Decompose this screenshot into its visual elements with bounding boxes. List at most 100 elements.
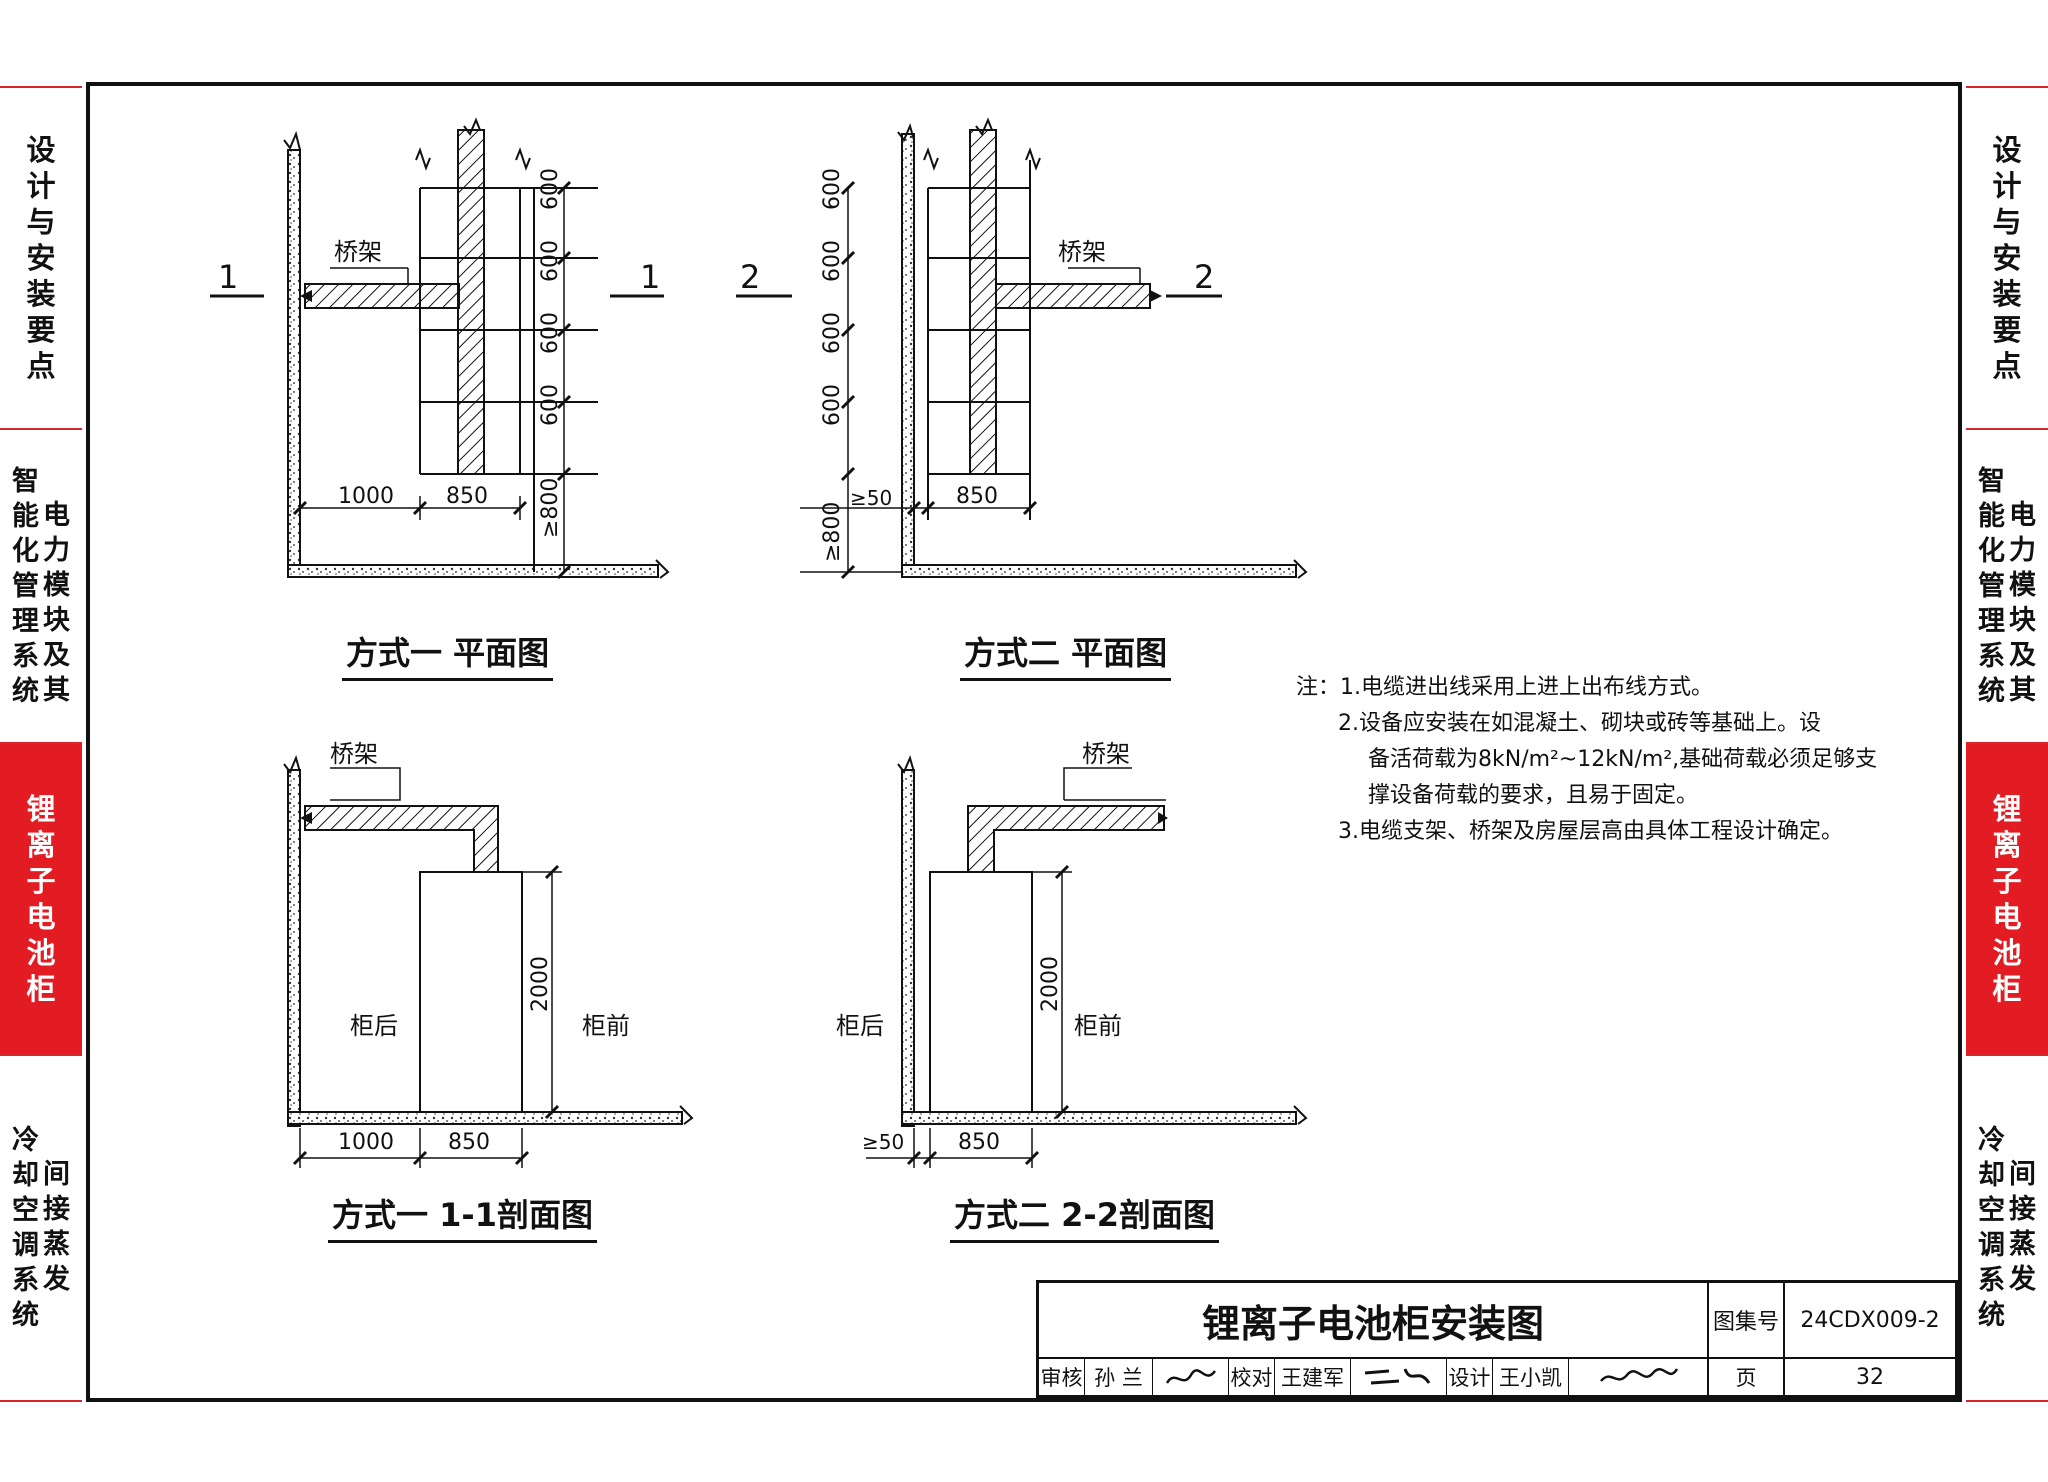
note-line-3: 备活荷载为8kN/m²~12kN/m²,基础荷载必须足够支 xyxy=(1368,747,1878,772)
notes: 注：1.电缆进出线采用上进上出布线方式。 2.设备应安装在如混凝土、砌块或砖等基… xyxy=(1296,670,1916,850)
review-label: 审核 xyxy=(1039,1359,1085,1395)
plan2-dim-wall-gap: ≥50 xyxy=(850,486,893,510)
plan2-dim-v4: 600 xyxy=(820,384,845,426)
side-tab-char: 电 xyxy=(26,900,56,934)
side-tab-char: 装 xyxy=(26,277,56,311)
side-tab-char: 锂 xyxy=(26,792,56,826)
design-label: 设计 xyxy=(1447,1359,1493,1395)
section2-back-label: 柜后 xyxy=(836,1012,884,1040)
side-tab-char: 柜 xyxy=(1992,972,2022,1006)
side-tab-char: 冷 xyxy=(12,1125,39,1156)
side-tab-char: 安 xyxy=(26,241,56,275)
side-tab-char: 锂 xyxy=(1992,792,2022,826)
section2-drawing xyxy=(866,755,1308,1168)
side-tab-char: 安 xyxy=(1992,241,2022,275)
side-tab-design-install[interactable]: 设计与安装要点 xyxy=(0,86,82,428)
side-tab-char: 电 xyxy=(1992,900,2022,934)
atlas-label: 图集号 xyxy=(1709,1283,1785,1359)
side-tab-char: 间 xyxy=(43,1159,70,1190)
side-tab-char: 及 xyxy=(43,639,70,671)
side-tab-char: 离 xyxy=(26,828,56,862)
side-tab-char: 力 xyxy=(2009,534,2036,566)
side-tab-char: 调 xyxy=(12,1230,39,1261)
plan1-tray-label: 桥架 xyxy=(334,238,382,266)
side-tab-char: 管 xyxy=(12,570,39,602)
side-tab-lithium-battery-right[interactable]: 锂离子电池柜 xyxy=(1966,742,2048,1054)
side-tab-char: 发 xyxy=(43,1264,70,1295)
section1-back-label: 柜后 xyxy=(350,1012,398,1040)
note-line-4: 撑设备荷载的要求，且易于固定。 xyxy=(1368,783,1699,808)
side-tab-char: 电 xyxy=(2009,499,2036,531)
side-tab-char: 调 xyxy=(1978,1230,2005,1261)
plan1-section-mark-right: 1 xyxy=(640,258,661,296)
page-label: 页 xyxy=(1709,1359,1785,1395)
side-tab-char: 其 xyxy=(43,674,70,706)
plan2-dim-v5: ≥800 xyxy=(820,501,845,562)
side-tab-char: 冷 xyxy=(1978,1125,2005,1156)
section2-dim-wall-gap: ≥50 xyxy=(862,1130,905,1154)
section1-front-label: 柜前 xyxy=(582,1012,630,1040)
side-tab-char: 空 xyxy=(12,1195,39,1226)
title-block: 锂离子电池柜安装图 图集号 24CDX009-2 审核 孙 兰 校对 王建军 设… xyxy=(1036,1280,1958,1398)
side-tab-char: 理 xyxy=(12,605,39,637)
side-tab-char: 化 xyxy=(1978,535,2005,567)
plan1-dim-v3: 600 xyxy=(538,312,563,354)
side-tab-char: 发 xyxy=(2009,1264,2036,1295)
plan1-section-mark-left: 1 xyxy=(218,258,239,296)
side-tab-cooling[interactable]: 冷却空调系统间接蒸发 xyxy=(0,1054,82,1402)
designer-name: 王小凯 xyxy=(1493,1359,1569,1395)
side-tab-char: 模 xyxy=(2009,569,2036,601)
side-tab-char: 能 xyxy=(1978,500,2005,532)
side-tab-char: 空 xyxy=(1978,1195,2005,1226)
plan2-dim-v1: 600 xyxy=(820,168,845,210)
side-tab-char: 与 xyxy=(26,205,56,239)
section1-dim-wall-gap: 1000 xyxy=(338,1130,394,1155)
side-tab-char: 块 xyxy=(43,604,70,636)
section2-tray-label: 桥架 xyxy=(1082,740,1130,768)
plan2-section-mark-left: 2 xyxy=(740,258,761,296)
side-tab-char: 柜 xyxy=(26,972,56,1006)
side-tab-char: 计 xyxy=(26,169,56,203)
plan2-title: 方式二 平面图 xyxy=(960,628,1172,681)
check-label: 校对 xyxy=(1229,1359,1275,1395)
side-tab-char: 设 xyxy=(26,133,56,167)
plan2-dim-cabinet: 850 xyxy=(956,484,998,509)
side-tab-design-install-right[interactable]: 设计与安装要点 xyxy=(1966,86,2048,428)
atlas-number: 24CDX009-2 xyxy=(1785,1283,1955,1359)
side-tab-char: 及 xyxy=(2009,639,2036,671)
note-line-1: 注：1.电缆进出线采用上进上出布线方式。 xyxy=(1296,675,1713,700)
section1-title: 方式一 1-1剖面图 xyxy=(328,1190,597,1243)
side-tab-smart-power[interactable]: 智能化管理系统电力模块及其 xyxy=(0,428,82,742)
side-tab-cooling-right[interactable]: 冷却空调系统间接蒸发 xyxy=(1966,1054,2048,1402)
side-tab-char: 统 xyxy=(1978,1300,2005,1331)
side-tab-char: 计 xyxy=(1992,169,2022,203)
side-tab-char: 要 xyxy=(26,313,56,347)
plan1-dim-v1: 600 xyxy=(538,168,563,210)
section2-dim-cabinet: 850 xyxy=(958,1130,1000,1155)
side-tab-char: 离 xyxy=(1992,828,2022,862)
side-tab-char: 装 xyxy=(1992,277,2022,311)
plan1-dim-wall-gap: 1000 xyxy=(338,484,394,509)
plan2-dim-v3: 600 xyxy=(820,312,845,354)
plan1-drawing xyxy=(210,117,670,580)
page-number: 32 xyxy=(1856,1364,1884,1390)
side-tab-char: 力 xyxy=(43,534,70,566)
side-tab-char: 池 xyxy=(26,936,56,970)
side-tab-char: 智 xyxy=(12,465,39,497)
plan2-drawing xyxy=(736,117,1308,580)
note-line-5: 3.电缆支架、桥架及房屋层高由具体工程设计确定。 xyxy=(1338,819,1843,844)
section1-tray-label: 桥架 xyxy=(330,740,378,768)
plan2-tray-label: 桥架 xyxy=(1058,238,1106,266)
side-tab-char: 理 xyxy=(1978,605,2005,637)
side-tab-char: 系 xyxy=(12,640,39,672)
side-tab-smart-power-right[interactable]: 智能化管理系统电力模块及其 xyxy=(1966,428,2048,742)
side-tab-char: 统 xyxy=(12,675,39,707)
side-tab-char: 蒸 xyxy=(43,1229,70,1260)
side-tab-char: 统 xyxy=(1978,675,2005,707)
side-tab-char: 点 xyxy=(26,349,56,383)
side-tab-char: 电 xyxy=(43,499,70,531)
side-tab-char: 接 xyxy=(2009,1194,2036,1225)
side-tab-char: 子 xyxy=(26,864,56,898)
side-tab-lithium-battery[interactable]: 锂离子电池柜 xyxy=(0,742,82,1054)
